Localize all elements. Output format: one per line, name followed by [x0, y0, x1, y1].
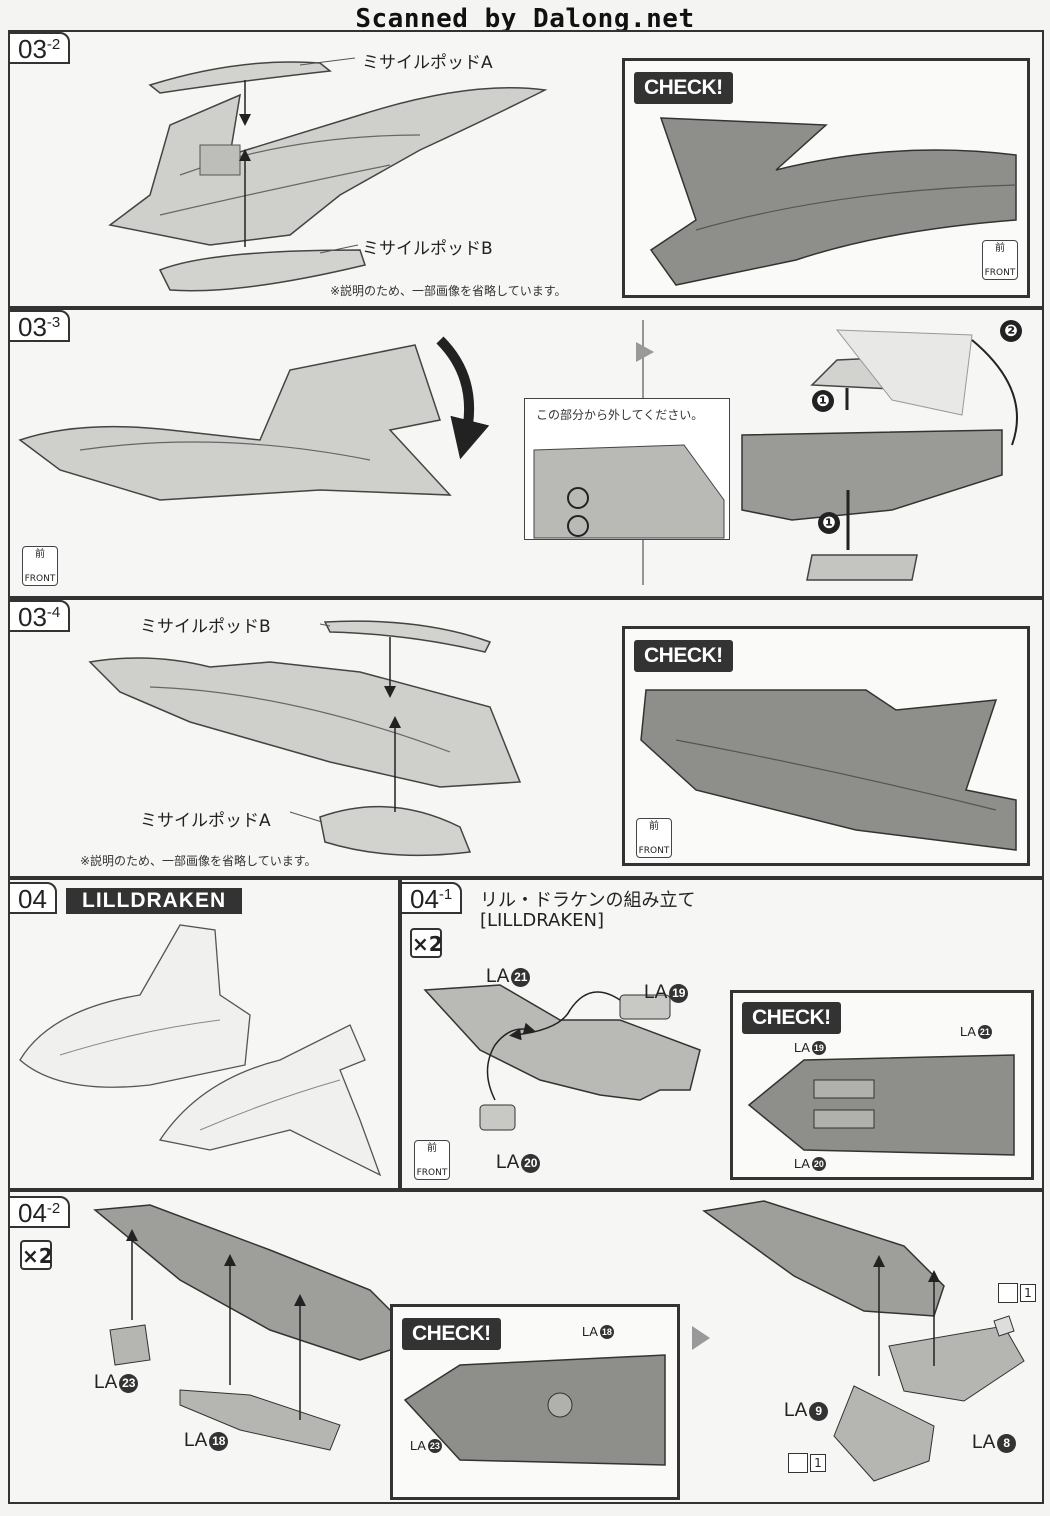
step-03-3-illustration — [18, 336, 490, 501]
step-03-3-number: 03-3 — [8, 310, 71, 342]
front-direction-icon: 前 FRONT — [982, 240, 1018, 280]
omission-note: ※説明のため、一部画像を省略しています。 — [80, 854, 317, 868]
step-04-1-number: 04-1 — [400, 882, 463, 914]
step-04-2-illustration — [93, 1204, 422, 1451]
step-number-1-icon: ❶ — [818, 512, 840, 534]
lilldraken-assembly-title-jp: リル・ドラケンの組み立て — [480, 890, 696, 911]
detach-callout-text: この部分から外してください。 — [536, 408, 704, 422]
missile-pod-a-label: ミサイルポッドA — [362, 53, 493, 73]
lilldraken-assembly-title-en: [LILLDRAKEN] — [480, 910, 605, 931]
lilldraken-title: LILLDRAKEN — [66, 888, 243, 914]
step-number-1-icon: ❶ — [812, 390, 834, 412]
step-03-3-detail-illustration — [741, 329, 1018, 581]
seal-1-marker-bottom: 1 — [788, 1452, 826, 1473]
check-tag: CHECK! — [742, 1002, 841, 1034]
front-direction-icon: 前 FRONT — [414, 1140, 450, 1180]
scan-credit: Scanned by Dalong.net — [355, 4, 695, 34]
missile-pod-b-label: ミサイルポッドB — [362, 239, 493, 259]
quantity-x2-badge: ×2 — [410, 928, 443, 958]
check-illustration-03-2 — [649, 117, 1017, 286]
step-03-2-number: 03-2 — [8, 32, 71, 64]
step-03-2-illustration — [108, 57, 548, 292]
check-illustration-03-4 — [640, 689, 1017, 851]
front-direction-icon: 前 FRONT — [22, 546, 58, 586]
front-direction-icon: 前 FRONT — [636, 818, 672, 858]
step-04-2-number: 04-2 — [8, 1196, 71, 1228]
seal-1-marker-top: 1 — [998, 1282, 1036, 1303]
step-04-2-final-illustration — [702, 1200, 1025, 1482]
check-illustration-04-1 — [747, 1054, 1015, 1156]
check-tag: CHECK! — [634, 72, 733, 104]
step-number-2-icon: ❷ — [1000, 320, 1022, 342]
check-tag: CHECK! — [402, 1318, 501, 1350]
step-04-number: 04 — [8, 882, 57, 914]
seal-icon — [998, 1282, 1018, 1303]
step-separator-arrow — [692, 1326, 710, 1350]
detail-callout-illustration — [533, 444, 725, 539]
check-illustration-04-2 — [403, 1354, 666, 1466]
omission-note: ※説明のため、一部画像を省略しています。 — [330, 284, 567, 298]
quantity-x2-badge: ×2 — [20, 1240, 53, 1270]
step-04-1-illustration — [423, 984, 701, 1131]
step-03-4-illustration — [88, 620, 522, 857]
step-03-4-number: 03-4 — [8, 600, 71, 632]
lilldraken-illustration — [19, 924, 382, 1177]
missile-pod-b-label: ミサイルポッドB — [140, 617, 271, 637]
seal-icon — [788, 1452, 808, 1473]
check-tag: CHECK! — [634, 640, 733, 672]
missile-pod-a-label: ミサイルポッドA — [140, 811, 271, 831]
